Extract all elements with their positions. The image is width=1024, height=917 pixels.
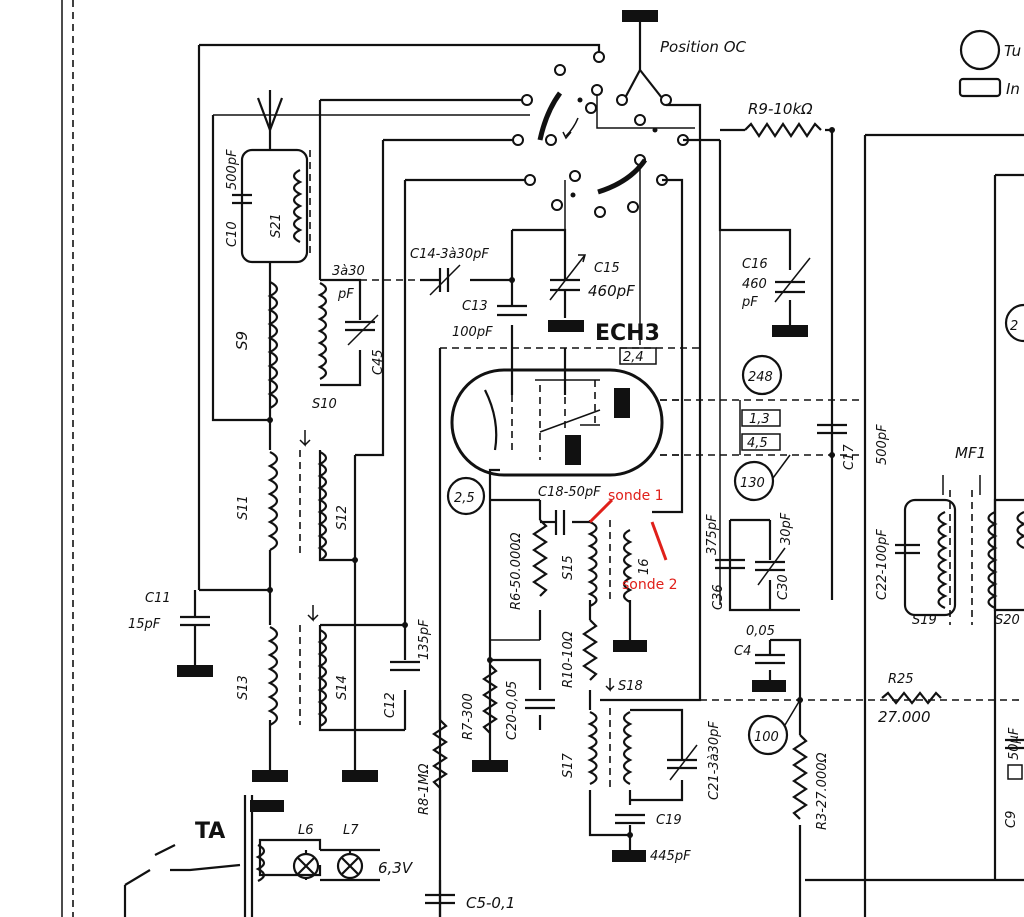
label-c19: C19 (656, 813, 682, 828)
resistors (432, 122, 942, 820)
corner-text-2: In (1006, 80, 1020, 98)
label-c21: C21-3à30pF (707, 721, 722, 800)
junction-dots (267, 127, 835, 838)
circle-value-2-5: 2,5 (454, 491, 475, 506)
label-s15: S15 (561, 555, 576, 580)
corner-legend: Tu In (958, 29, 1021, 98)
probe-marks (588, 498, 668, 561)
label-c9-value: 50μF (1007, 727, 1022, 760)
label-c45: C45 (371, 349, 386, 375)
label-c22: C22-100pF (875, 529, 890, 600)
circle-value-248: 248 (748, 370, 773, 385)
wiring (123, 43, 1024, 917)
label-s11: S11 (236, 495, 251, 520)
label-c9: C9 (1004, 811, 1019, 828)
label-c36: C36 (711, 584, 726, 610)
label-ta: TA (195, 819, 225, 844)
label-c5: C5-0,1 (466, 894, 515, 912)
coils (255, 150, 1024, 882)
label-c16-value2: pF (741, 295, 758, 310)
label-c13: C13 (462, 299, 488, 314)
position-label: Position OC (660, 38, 747, 56)
label-r8: R8-1MΩ (417, 764, 432, 815)
label-c10-value: 500pF (225, 149, 240, 190)
corner-text-1: Tu (1004, 42, 1021, 60)
label-r6: R6-50.000Ω (509, 533, 524, 610)
label-c45-value1: 3à30 (332, 264, 365, 279)
label-r25: R25 (888, 672, 914, 687)
pilot-lamps (292, 850, 364, 880)
label-s9: S9 (233, 331, 251, 350)
label-s20: S20 (995, 613, 1020, 628)
label-c15: C15 (594, 261, 620, 276)
label-c4-value: 0,05 (746, 624, 775, 639)
label-c13-value: 100pF (452, 325, 493, 340)
component-labels: C10 500pF S21 S9 S10 C45 3à30 pF C14-3à3… (128, 100, 1022, 912)
label-c30-value: 30pF (779, 512, 794, 545)
label-lamp-voltage: 6,3V (378, 859, 414, 877)
label-c16-value1: 460 (742, 277, 767, 292)
label-s10: S10 (312, 397, 337, 412)
pin-box-2: 1,3 (749, 412, 770, 427)
ech3-tube: 2,4 (450, 347, 680, 477)
page-border (61, 0, 74, 917)
label-c20: C20-0,05 (505, 681, 520, 740)
label-r25-value: 27.000 (878, 708, 931, 726)
label-s12: S12 (335, 505, 350, 530)
label-s14: S14 (335, 675, 350, 700)
ground-symbols (177, 320, 808, 862)
label-c10: C10 (225, 221, 240, 247)
label-s18: S18 (618, 679, 643, 694)
label-c4: C4 (734, 644, 751, 659)
label-r10: R10-10Ω (561, 631, 576, 688)
label-c17-value: 500pF (875, 424, 890, 465)
label-c17: C17 (842, 444, 857, 470)
top-ground-symbol (622, 10, 658, 22)
label-c30: C30 (776, 574, 791, 600)
pin-box-1: 2,4 (623, 350, 644, 365)
label-c16: C16 (742, 257, 768, 272)
circle-value-130: 130 (740, 476, 765, 491)
pin-box-3: 4,5 (747, 436, 768, 451)
label-r9: R9-10kΩ (748, 100, 813, 118)
label-s21: S21 (269, 213, 284, 238)
circle-value-2: 2 (1010, 319, 1018, 334)
label-s16: 16 (637, 558, 652, 575)
label-c11: C11 (145, 591, 171, 606)
test-points: 1,3 4,5 248 130 2,5 100 2 (446, 303, 1024, 756)
label-c19-value: 445pF (650, 849, 691, 864)
label-mf1: MF1 (955, 444, 986, 462)
label-s17: S17 (561, 752, 576, 778)
label-c45-value2: pF (337, 287, 354, 302)
label-c12-value: 135pF (417, 619, 432, 660)
tube-label: ECH3 (595, 321, 660, 346)
capacitors (180, 193, 1024, 905)
circle-value-100: 100 (754, 730, 779, 745)
label-l6: L6 (298, 823, 314, 838)
label-c15-value: 460pF (588, 282, 635, 300)
label-c11-value: 15pF (128, 617, 161, 632)
label-c18: C18-50pF (538, 485, 601, 500)
label-c12: C12 (383, 692, 398, 718)
probe-label-1: sonde 1 (608, 488, 664, 504)
label-l7: L7 (343, 823, 359, 838)
label-s13: S13 (236, 675, 251, 700)
label-r3: R3-27.000Ω (815, 753, 830, 830)
label-s19: S19 (912, 613, 937, 628)
label-c14: C14-3à30pF (410, 247, 489, 262)
probe-label-2: sonde 2 (622, 577, 678, 593)
label-c36-value: 375pF (705, 514, 720, 555)
label-r7: R7-300 (461, 693, 476, 740)
